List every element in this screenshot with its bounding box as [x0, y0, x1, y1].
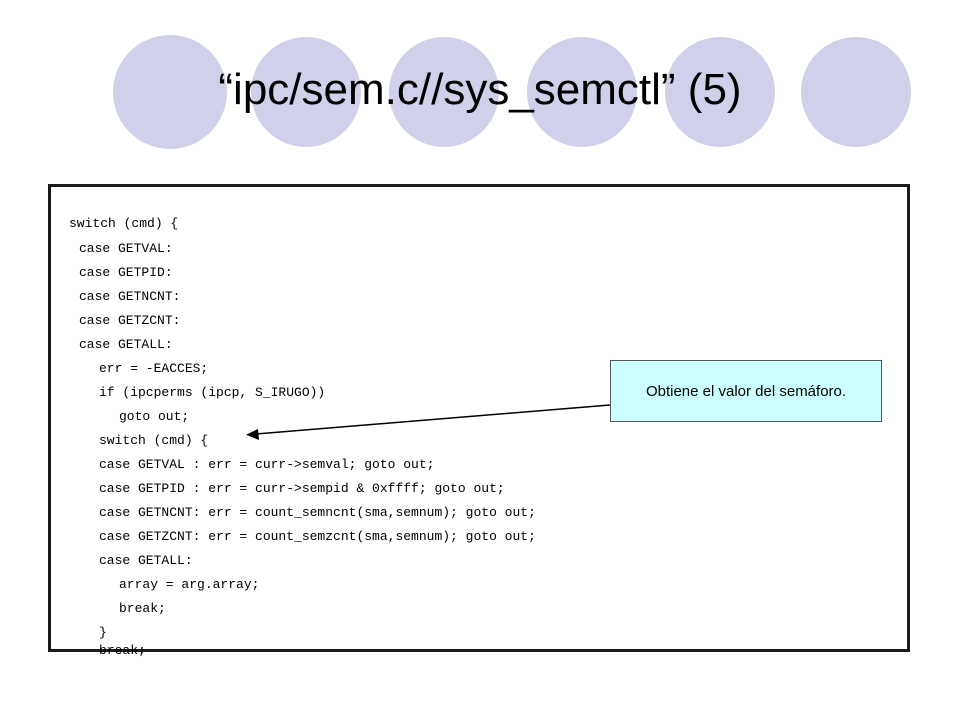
code-line: array = arg.array;	[119, 577, 260, 592]
code-line: case GETNCNT: err = count_semncnt(sma,se…	[99, 505, 536, 520]
deco-circle-2	[247, 33, 365, 151]
deco-circle-4	[523, 33, 641, 151]
code-line: err = -EACCES;	[99, 361, 209, 376]
code-line: case GETALL:	[79, 337, 173, 352]
code-line: case GETZCNT:	[79, 313, 181, 328]
code-line: case GETVAL : err = curr->semval; goto o…	[99, 457, 435, 472]
code-line: if (ipcperms (ipcp, S_IRUGO))	[99, 385, 326, 400]
code-line: break;	[119, 601, 166, 616]
code-line: switch (cmd) {	[99, 433, 209, 448]
code-line: case GETALL:	[99, 553, 193, 568]
callout-box: Obtiene el valor del semáforo.	[610, 360, 882, 422]
code-line: case GETVAL:	[79, 241, 173, 256]
code-line: case GETNCNT:	[79, 289, 181, 304]
deco-circle-3	[385, 33, 503, 151]
code-line: case GETZCNT: err = count_semzcnt(sma,se…	[99, 529, 536, 544]
deco-circle-1	[113, 35, 227, 149]
slide-title: “ipc/sem.c//sys_semctl” (5)	[218, 65, 742, 114]
deco-circle-6	[797, 33, 915, 151]
code-line: }	[99, 625, 107, 640]
code-line: goto out;	[119, 409, 190, 424]
code-line: switch (cmd) {	[69, 216, 179, 231]
decorative-circles	[113, 33, 915, 151]
code-line: case GETPID:	[79, 265, 173, 280]
deco-circle-5	[661, 33, 779, 151]
code-line: break;	[99, 643, 146, 658]
callout-text: Obtiene el valor del semáforo.	[645, 382, 847, 400]
code-line: case GETPID : err = curr->sempid & 0xfff…	[99, 481, 505, 496]
